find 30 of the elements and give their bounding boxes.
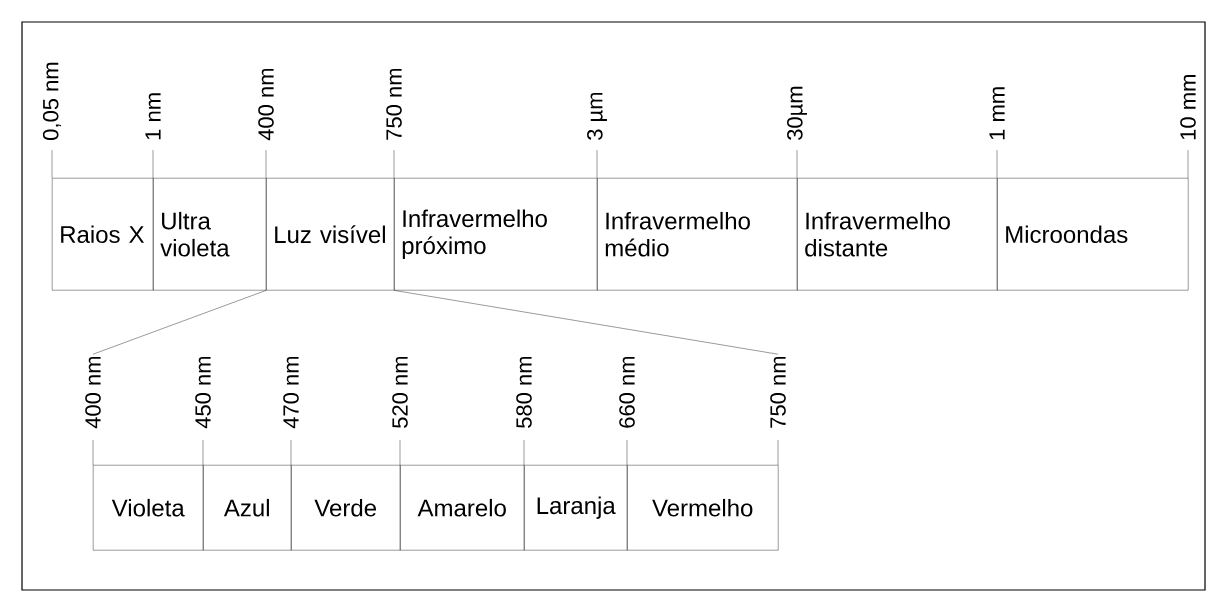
spectrum-cell: Infravermelho próximo — [394, 178, 598, 291]
tick-label: 400 nm — [85, 356, 101, 429]
spectrum-cell: Luz visível — [266, 178, 395, 291]
tick-label: 660 nm — [619, 356, 635, 428]
spectrum-cell: Laranja — [524, 465, 628, 551]
tick-label: 450 nm — [195, 356, 211, 429]
tick-label: 0,05 nm — [42, 62, 62, 140]
spectrum-cell: Infravermelho médio — [597, 178, 798, 291]
tick-label: 3 µm — [587, 92, 607, 140]
tick-label: 750 nm — [386, 68, 402, 140]
tick-label: 10 mm — [1180, 75, 1196, 140]
tick-label: 1 nm — [145, 93, 161, 140]
tick-label: 400 nm — [258, 68, 274, 141]
spectrum-cell: Azul — [203, 465, 292, 551]
tick-label: 520 nm — [392, 356, 408, 428]
spectrum-cell: Amarelo — [400, 465, 525, 551]
zoom-line — [92, 290, 267, 355]
spectrum-cell: Ultra violeta — [153, 178, 267, 291]
tick-label: 1 mm — [989, 87, 1005, 140]
zoom-line — [394, 290, 779, 355]
tick-label: 750 nm — [770, 356, 786, 428]
tick-label: 470 nm — [283, 356, 299, 429]
spectrum-cell: Raios X — [52, 178, 154, 291]
tick-label: 30µm — [787, 86, 807, 140]
spectrum-cell: Verde — [291, 465, 401, 551]
spectrum-cell: Microondas — [997, 178, 1189, 291]
tick-label: 580 nm — [516, 356, 532, 428]
spectrum-cell: Vermelho — [627, 465, 779, 551]
spectrum-cell: Infravermelho distante — [797, 178, 998, 291]
spectrum-cell: Violeta — [93, 465, 204, 551]
